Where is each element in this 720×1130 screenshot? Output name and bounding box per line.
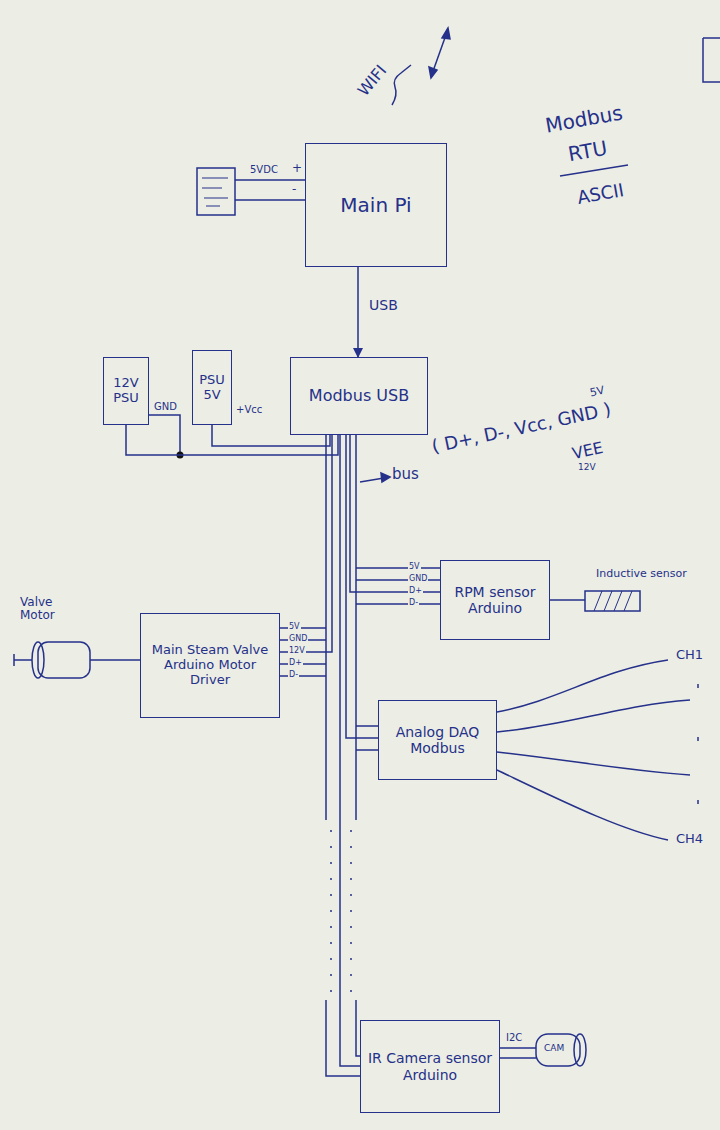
component-box: Modbus USB: [290, 357, 428, 435]
pin-label: GND: [288, 635, 308, 644]
component-box: Main Pi: [305, 143, 447, 267]
power-switch: [197, 168, 235, 215]
note-label: Inductive sensor: [596, 568, 687, 580]
i2c-wire: [500, 1048, 536, 1058]
sensor-wire: [550, 599, 585, 601]
bus-connector: [340, 435, 360, 1066]
note-label: CH1: [676, 648, 703, 662]
bus-connector: [126, 425, 338, 455]
component-box: Analog DAQ Modbus: [378, 700, 497, 780]
gnd-wire: [148, 415, 180, 455]
wifi-arrowhead: [429, 67, 437, 78]
box-text: IR Camera sensor Arduino: [365, 1050, 495, 1082]
component-box: RPM sensor Arduino: [440, 560, 550, 640]
pin-label: D-: [408, 599, 419, 608]
bus-connector: [350, 435, 440, 592]
box-text: 12V PSU: [108, 376, 144, 406]
box-text: Analog DAQ Modbus: [383, 724, 492, 756]
pin-label: 12V: [288, 647, 306, 656]
note-label: CAM: [544, 1044, 564, 1054]
bus-connector: [346, 435, 378, 738]
note-label: CH4: [676, 832, 703, 846]
inductive-sensor: [585, 591, 640, 611]
motor-wire: [90, 659, 140, 661]
underline: [560, 165, 628, 176]
note-label: 5V: [589, 385, 606, 400]
note-label: WIFI: [354, 62, 390, 100]
component-box: 12V PSU: [103, 357, 149, 425]
bus-continuation: [331, 830, 351, 1000]
note-label: ASCII: [576, 180, 626, 208]
power-wire: [235, 180, 305, 200]
note-label: RTU: [566, 137, 609, 165]
component-box: IR Camera sensor Arduino: [360, 1020, 500, 1113]
component-box: Main Steam Valve Arduino Motor Driver: [140, 613, 280, 718]
bus-connector: [280, 435, 332, 652]
note-label: I2C: [506, 1032, 522, 1043]
edge-label: USB: [368, 298, 399, 313]
sketch-lines: [14, 28, 720, 1076]
note-label: 12V: [578, 463, 596, 473]
pin-label: 5V: [408, 563, 421, 572]
note-label: 5VDC: [250, 164, 278, 175]
partial-box: [703, 38, 720, 82]
motor-end: [32, 642, 44, 678]
box-text: Modbus USB: [295, 387, 423, 405]
motor-shaft: [14, 654, 32, 666]
bus-pointer: [360, 478, 384, 482]
bus-line: [326, 1000, 360, 1076]
bus-line: [326, 435, 356, 820]
valve-motor: [38, 642, 90, 678]
note-label: Valve Motor: [20, 596, 72, 622]
pin-label: D+: [408, 587, 423, 596]
note-label: +: [292, 162, 302, 175]
note-label: bus: [392, 466, 419, 483]
sensor-hatch: [594, 591, 632, 611]
box-text: RPM sensor Arduino: [445, 584, 545, 616]
switch-scribble: [202, 178, 228, 206]
pointer-head: [381, 473, 390, 482]
note-label: GND: [154, 401, 177, 412]
wifi-arrowhead: [442, 28, 450, 39]
note-label: VEE: [571, 439, 605, 463]
note-label: +Vcc: [236, 404, 262, 415]
wifi-wave: [392, 65, 411, 105]
note-label: Modbus: [544, 101, 625, 136]
box-text: Main Pi: [310, 194, 442, 217]
box-text: PSU 5V: [197, 373, 227, 403]
ellipsis-mark: [697, 684, 699, 804]
pin-label: D+: [288, 659, 303, 668]
channel-wire: [497, 660, 690, 840]
camera-lens: [574, 1034, 586, 1066]
component-box: PSU 5V: [192, 350, 232, 425]
pin-wire: [356, 568, 440, 604]
box-text: Main Steam Valve Arduino Motor Driver: [145, 643, 275, 688]
bus-connector: [357, 267, 359, 357]
bus-connector: [212, 425, 330, 446]
note-label: -: [292, 183, 296, 196]
pin-label: 5V: [288, 623, 301, 632]
pin-label: GND: [408, 575, 428, 584]
pin-label: D-: [288, 671, 299, 680]
